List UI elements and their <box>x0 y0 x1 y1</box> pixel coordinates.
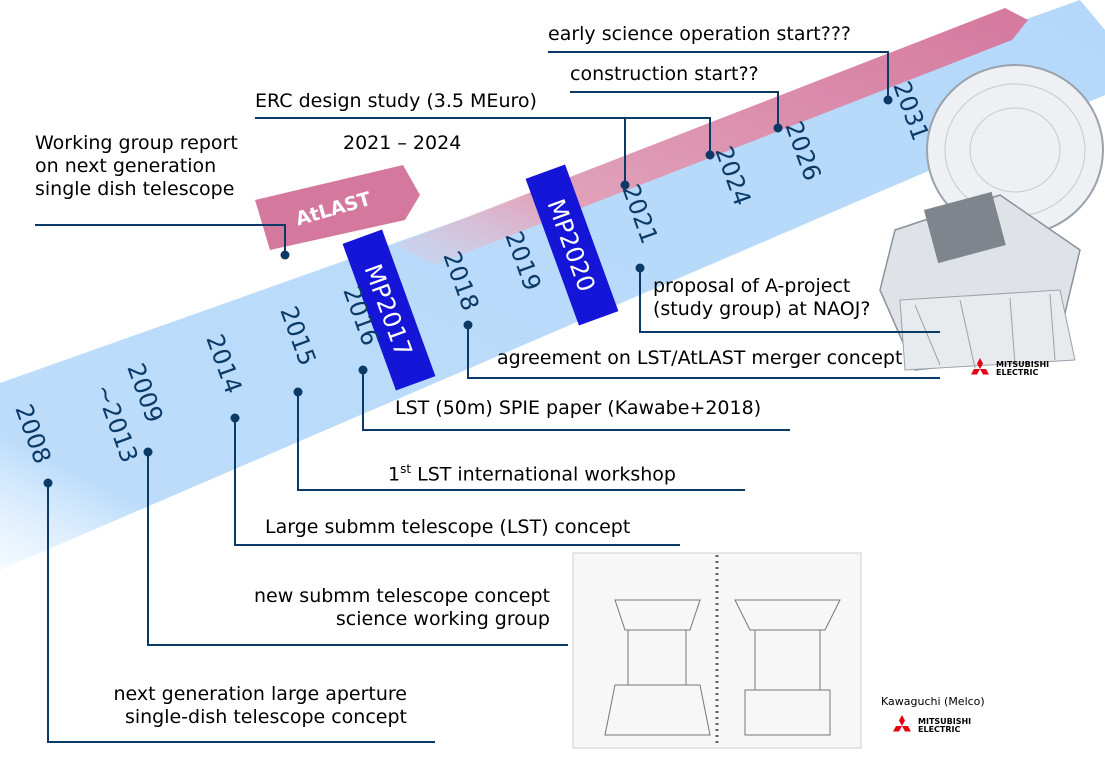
connector-wg-report <box>35 224 286 255</box>
atlast-arrow <box>255 165 420 250</box>
connector-dot <box>883 95 893 105</box>
mitsubishi-diamonds-icon <box>893 715 911 732</box>
connector-construction <box>570 91 779 128</box>
mitsubishi-diamonds-icon <box>971 358 989 375</box>
connector-dot <box>143 447 153 457</box>
erc-label: ERC design study (3.5 MEuro) <box>255 90 537 112</box>
connector-lines <box>35 51 940 743</box>
connector-dot <box>620 180 630 190</box>
connector-2016 <box>362 370 790 431</box>
construction-label: construction start?? <box>570 63 759 85</box>
connector-2018 <box>467 325 940 379</box>
connector-dot <box>230 413 240 423</box>
event-2014-label: Large submm telescope (LST) concept <box>265 516 631 538</box>
connector-dots <box>43 95 893 488</box>
telescope-illustration <box>879 64 1104 371</box>
connector-science <box>548 51 889 100</box>
connector-dot <box>705 150 715 160</box>
connector-dot <box>358 365 368 375</box>
event-2018-label: agreement on LST/AtLAST merger concept <box>497 347 903 369</box>
connector-2009 <box>147 452 568 646</box>
connector-dot <box>773 123 783 133</box>
sketch-notebook <box>572 552 862 749</box>
connector-dot <box>463 320 473 330</box>
event-2021-label: proposal of A-project(study group) at NA… <box>653 275 871 320</box>
sketch-credit: Kawaguchi (Melco) <box>881 695 985 708</box>
connector-2014 <box>234 418 680 546</box>
connector-dot <box>43 478 53 488</box>
connector-2021 <box>639 268 940 333</box>
blue-timeline-band <box>0 0 1105 570</box>
event-2015-label: 1st LST international workshop <box>388 462 676 486</box>
science-label: early science operation start??? <box>548 23 852 45</box>
connector-dot <box>635 263 645 273</box>
connector-erc-2024 <box>488 117 711 155</box>
connector-2015 <box>297 392 745 491</box>
connector-dot <box>293 387 303 397</box>
connector-dot <box>280 250 290 260</box>
connector-2008 <box>47 483 435 743</box>
erc-period-label: 2021 – 2024 <box>343 132 462 154</box>
event-2016-label: LST (50m) SPIE paper (Kawabe+2018) <box>395 397 762 419</box>
